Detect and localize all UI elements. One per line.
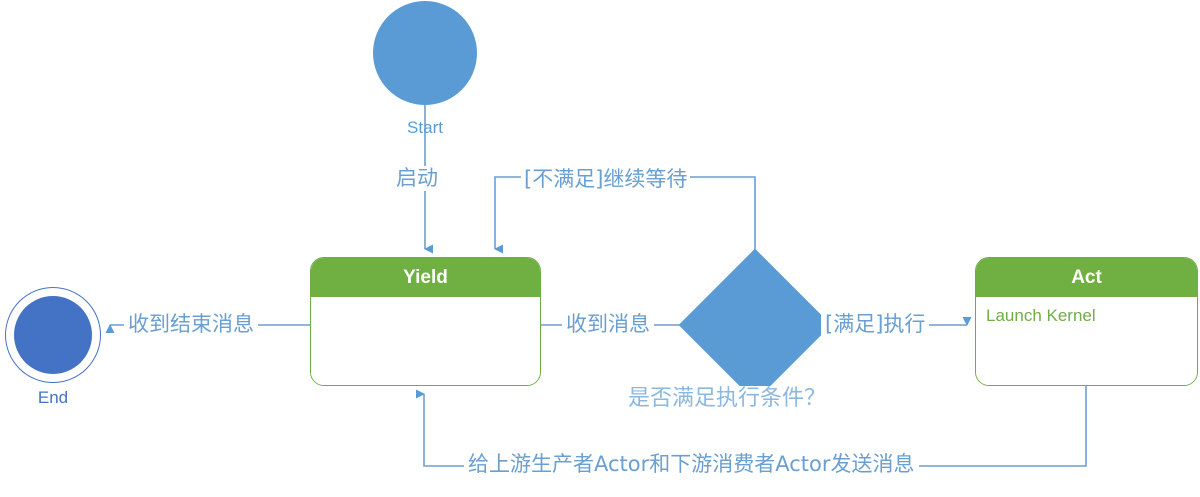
edge-label-decision-to-act: [满足]执行 xyxy=(821,312,930,337)
yield-state-body xyxy=(311,297,540,385)
edge-label-act-to-yield: 给上游生产者Actor和下游消费者Actor发送消息 xyxy=(464,452,919,477)
act-state-body: Launch Kernel xyxy=(976,297,1197,385)
yield-state-title: Yield xyxy=(311,258,540,297)
act-state-title: Act xyxy=(976,258,1197,297)
start-node[interactable] xyxy=(373,1,477,105)
edge-label-yield-to-decision: 收到消息 xyxy=(562,312,654,337)
decision-condition-label: 是否满足执行条件？ xyxy=(624,386,831,412)
act-state-body-text: Launch Kernel xyxy=(986,306,1096,325)
start-node-label: Start xyxy=(407,118,443,137)
yield-state-box[interactable]: Yield xyxy=(310,257,541,386)
end-node-label: End xyxy=(37,388,69,407)
edge-label-yield-to-end: 收到结束消息 xyxy=(124,312,258,337)
end-node-disc[interactable] xyxy=(14,296,92,374)
act-state-box[interactable]: Act Launch Kernel xyxy=(975,257,1198,386)
edge-label-start-to-yield: 启动 xyxy=(390,166,444,191)
edge-label-decision-loop-back: [不满足]继续等待 xyxy=(521,167,691,192)
